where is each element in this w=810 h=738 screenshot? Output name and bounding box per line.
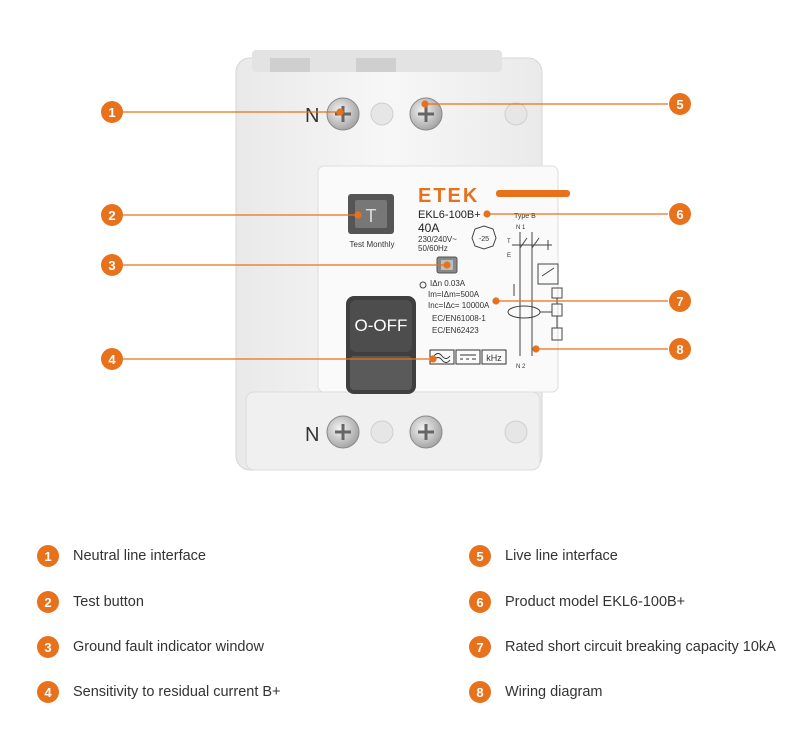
model-number: EKL6-100B+ [418,209,481,221]
legend-num-8: 8 [469,681,491,703]
breaking-capacity-rating: Inc=IΔc= 10000A [428,301,490,310]
callout-badge-5: 5 [669,93,691,115]
im-rating: Im=IΔm=500A [428,290,480,299]
switch-off-label: O-OFF [355,316,408,335]
svg-text:6: 6 [676,207,683,222]
test-button[interactable]: T [348,194,394,234]
svg-text:1: 1 [108,105,115,120]
legend-label-8: Wiring diagram [505,684,603,700]
legend-item-1: 1 Neutral line interface [37,544,206,568]
legend-item-4: 4 Sensitivity to residual current B+ [37,680,281,704]
callout-badge-3: 3 [101,254,123,276]
test-monthly-label: Test Monthly [350,240,395,249]
legend-label-4: Sensitivity to residual current B+ [73,684,281,700]
legend-item-7: 7 Rated short circuit breaking capacity … [469,635,776,659]
temperature-badge: -25 [479,236,489,243]
callout-badge-8: 8 [669,338,691,360]
brand-logo: ETEK [418,185,479,207]
rated-current: 40A [418,221,439,235]
legend-label-3: Ground fault indicator window [73,639,265,655]
svg-text:5: 5 [676,97,683,112]
legend-item-6: 6 Product model EKL6-100B+ [469,590,685,614]
frequency-rating: 50/60Hz [418,244,448,253]
standard-1: EC/EN61008-1 [432,314,486,323]
khz-label: kHz [486,353,502,363]
legend-num-7: 7 [469,636,491,658]
residual-current-rating: IΔn 0.03A [430,279,466,288]
diagram-top-label: N 1 [516,225,526,231]
temperature-icon [471,225,497,250]
svg-text:4: 4 [108,352,116,367]
callout-badge-7: 7 [669,290,691,312]
terminal-screw-top-left [326,97,360,131]
callout-badge-1: 1 [101,101,123,123]
callout-badge-4: 4 [101,348,123,370]
terminal-screw-bottom-right [409,415,443,449]
legend-item-2: 2 Test button [37,590,144,614]
legend-num-2: 2 [37,591,59,613]
callout-badge-2: 2 [101,204,123,226]
switch-handle[interactable] [346,296,416,394]
legend-label-6: Product model EKL6-100B+ [505,594,686,610]
standard-2: EC/EN62423 [432,326,479,335]
legend-item-8: 8 Wiring diagram [469,680,603,704]
neutral-terminal-label-top: N [305,105,319,127]
legend-label-5: Live line interface [505,548,618,564]
legend-num-6: 6 [469,591,491,613]
svg-text:2: 2 [108,208,115,223]
diagram-type-label: Type B [514,213,536,220]
svg-text:3: 3 [108,258,115,273]
legend-label-7: Rated short circuit breaking capacity 10… [505,639,776,655]
callout-badge-6: 6 [669,203,691,225]
terminal-screw-bottom-left [326,415,360,449]
terminal-screw-top-right [409,97,443,131]
svg-text:T: T [366,206,377,226]
legend-item-5: 5 Live line interface [469,544,618,568]
sensitivity-symbols [429,349,507,365]
legend-item-3: 3 Ground fault indicator window [37,635,264,659]
svg-text:8: 8 [676,342,683,357]
legend-num-4: 4 [37,681,59,703]
diagram-e-label: E [507,253,511,259]
legend-label-2: Test button [73,594,144,610]
svg-text:7: 7 [676,294,683,309]
legend-num-3: 3 [37,636,59,658]
product-illustration: N N T Test Monthly ETEK EKL6-100B+ 40A 2… [101,50,691,471]
legend-num-1: 1 [37,545,59,567]
diagram-t-label: T [507,239,511,245]
callout-lines [122,100,668,363]
brand-accent-bar [496,190,570,197]
neutral-terminal-label-bottom: N [305,424,319,446]
wiring-diagram [507,232,563,356]
legend-num-5: 5 [469,545,491,567]
legend-label-1: Neutral line interface [73,548,206,564]
voltage-rating: 230/240V~ [418,235,457,244]
diagram-bottom-label: N 2 [516,364,526,370]
